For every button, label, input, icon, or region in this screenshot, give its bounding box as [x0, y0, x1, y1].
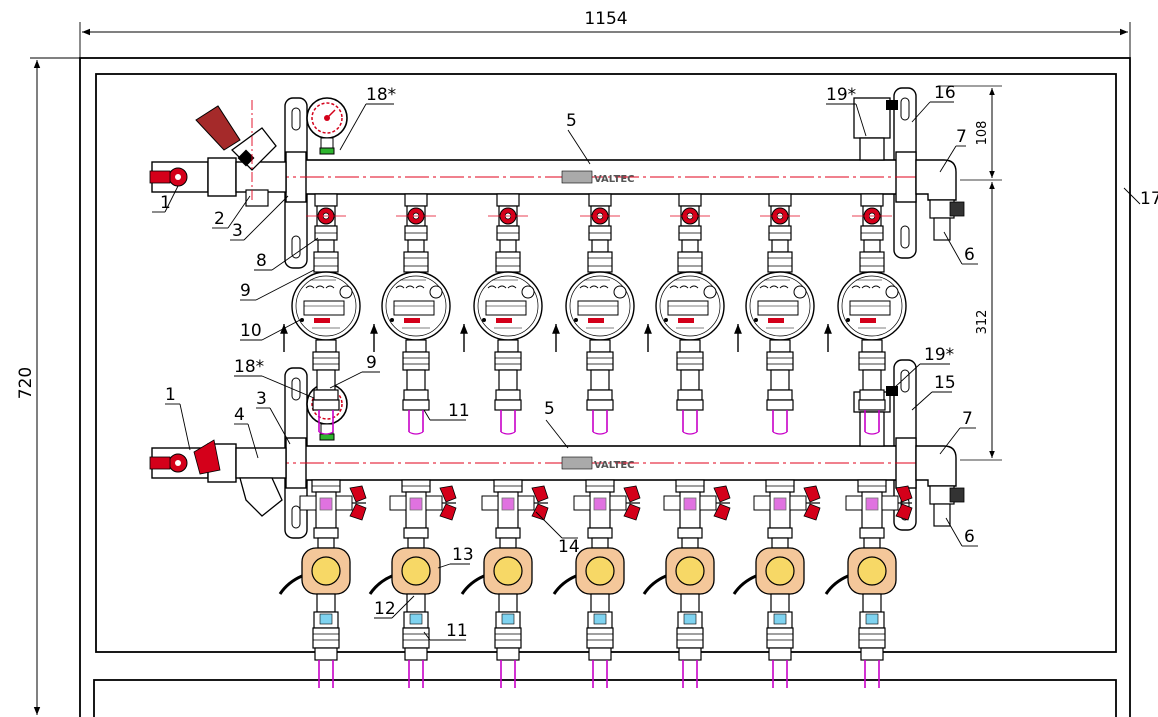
callout-15: 15 [934, 373, 956, 393]
branch-circuit [368, 193, 458, 690]
callouts: 1 2 3 5 18* 19* 16 7 17 6 8 9 [152, 83, 1158, 641]
width-dimension-label: 1154 [584, 9, 627, 29]
dimension-312-label: 312 [975, 310, 990, 335]
branch-circuit [732, 193, 822, 690]
callout-9-top: 9 [240, 281, 251, 301]
callout-17: 17 [1140, 189, 1158, 209]
supply-end-fitting [853, 97, 965, 241]
dimension-108-label: 108 [975, 121, 990, 146]
branch-circuit [552, 193, 642, 690]
right-dimensions: 108 312 [940, 85, 1002, 461]
branch-circuit [642, 193, 732, 690]
callout-3-top: 3 [232, 221, 243, 241]
supply-inlet-assembly [149, 100, 287, 207]
callout-13: 13 [452, 545, 474, 565]
callout-11-bottom: 11 [446, 621, 468, 641]
callout-9-bottom: 9 [366, 353, 377, 373]
callout-18-top: 18* [366, 85, 396, 105]
callout-19-bottom: 19* [924, 345, 954, 365]
cabinet-frame [79, 57, 1131, 717]
supply-pressure-gauge [306, 97, 348, 155]
callout-7-top: 7 [956, 127, 967, 147]
callout-2: 2 [214, 209, 225, 229]
callout-18-bottom: 18* [234, 357, 264, 377]
width-dimension: 1154 [79, 9, 1131, 58]
callout-10: 10 [240, 321, 262, 341]
callout-3-bottom: 3 [256, 389, 267, 409]
callout-5-top: 5 [566, 111, 577, 131]
callout-8: 8 [256, 251, 267, 271]
callout-16: 16 [934, 83, 956, 103]
return-manifold: VALTEC [160, 437, 950, 489]
callout-14: 14 [558, 537, 580, 557]
callout-6-bottom: 6 [964, 527, 975, 547]
callout-5-bottom: 5 [544, 399, 555, 419]
branch-circuit [824, 193, 914, 690]
return-inlet-assembly [149, 439, 287, 517]
branch-circuit [460, 193, 550, 690]
callout-7-bottom: 7 [962, 409, 973, 429]
callout-19-top: 19* [826, 85, 856, 105]
supply-manifold: VALTEC [160, 151, 950, 203]
callout-12: 12 [374, 599, 396, 619]
supply-brand-label: VALTEC [594, 174, 635, 185]
callout-1-top: 1 [160, 193, 171, 213]
callout-6-top: 6 [964, 245, 975, 265]
cabinet-bottom-panel [93, 679, 1117, 717]
callout-1-bottom: 1 [165, 385, 176, 405]
callout-4: 4 [234, 405, 245, 425]
return-brand-label: VALTEC [594, 460, 635, 471]
height-dimension-label: 720 [16, 367, 36, 399]
height-dimension: 720 [16, 57, 80, 715]
callout-11-top: 11 [448, 401, 470, 421]
